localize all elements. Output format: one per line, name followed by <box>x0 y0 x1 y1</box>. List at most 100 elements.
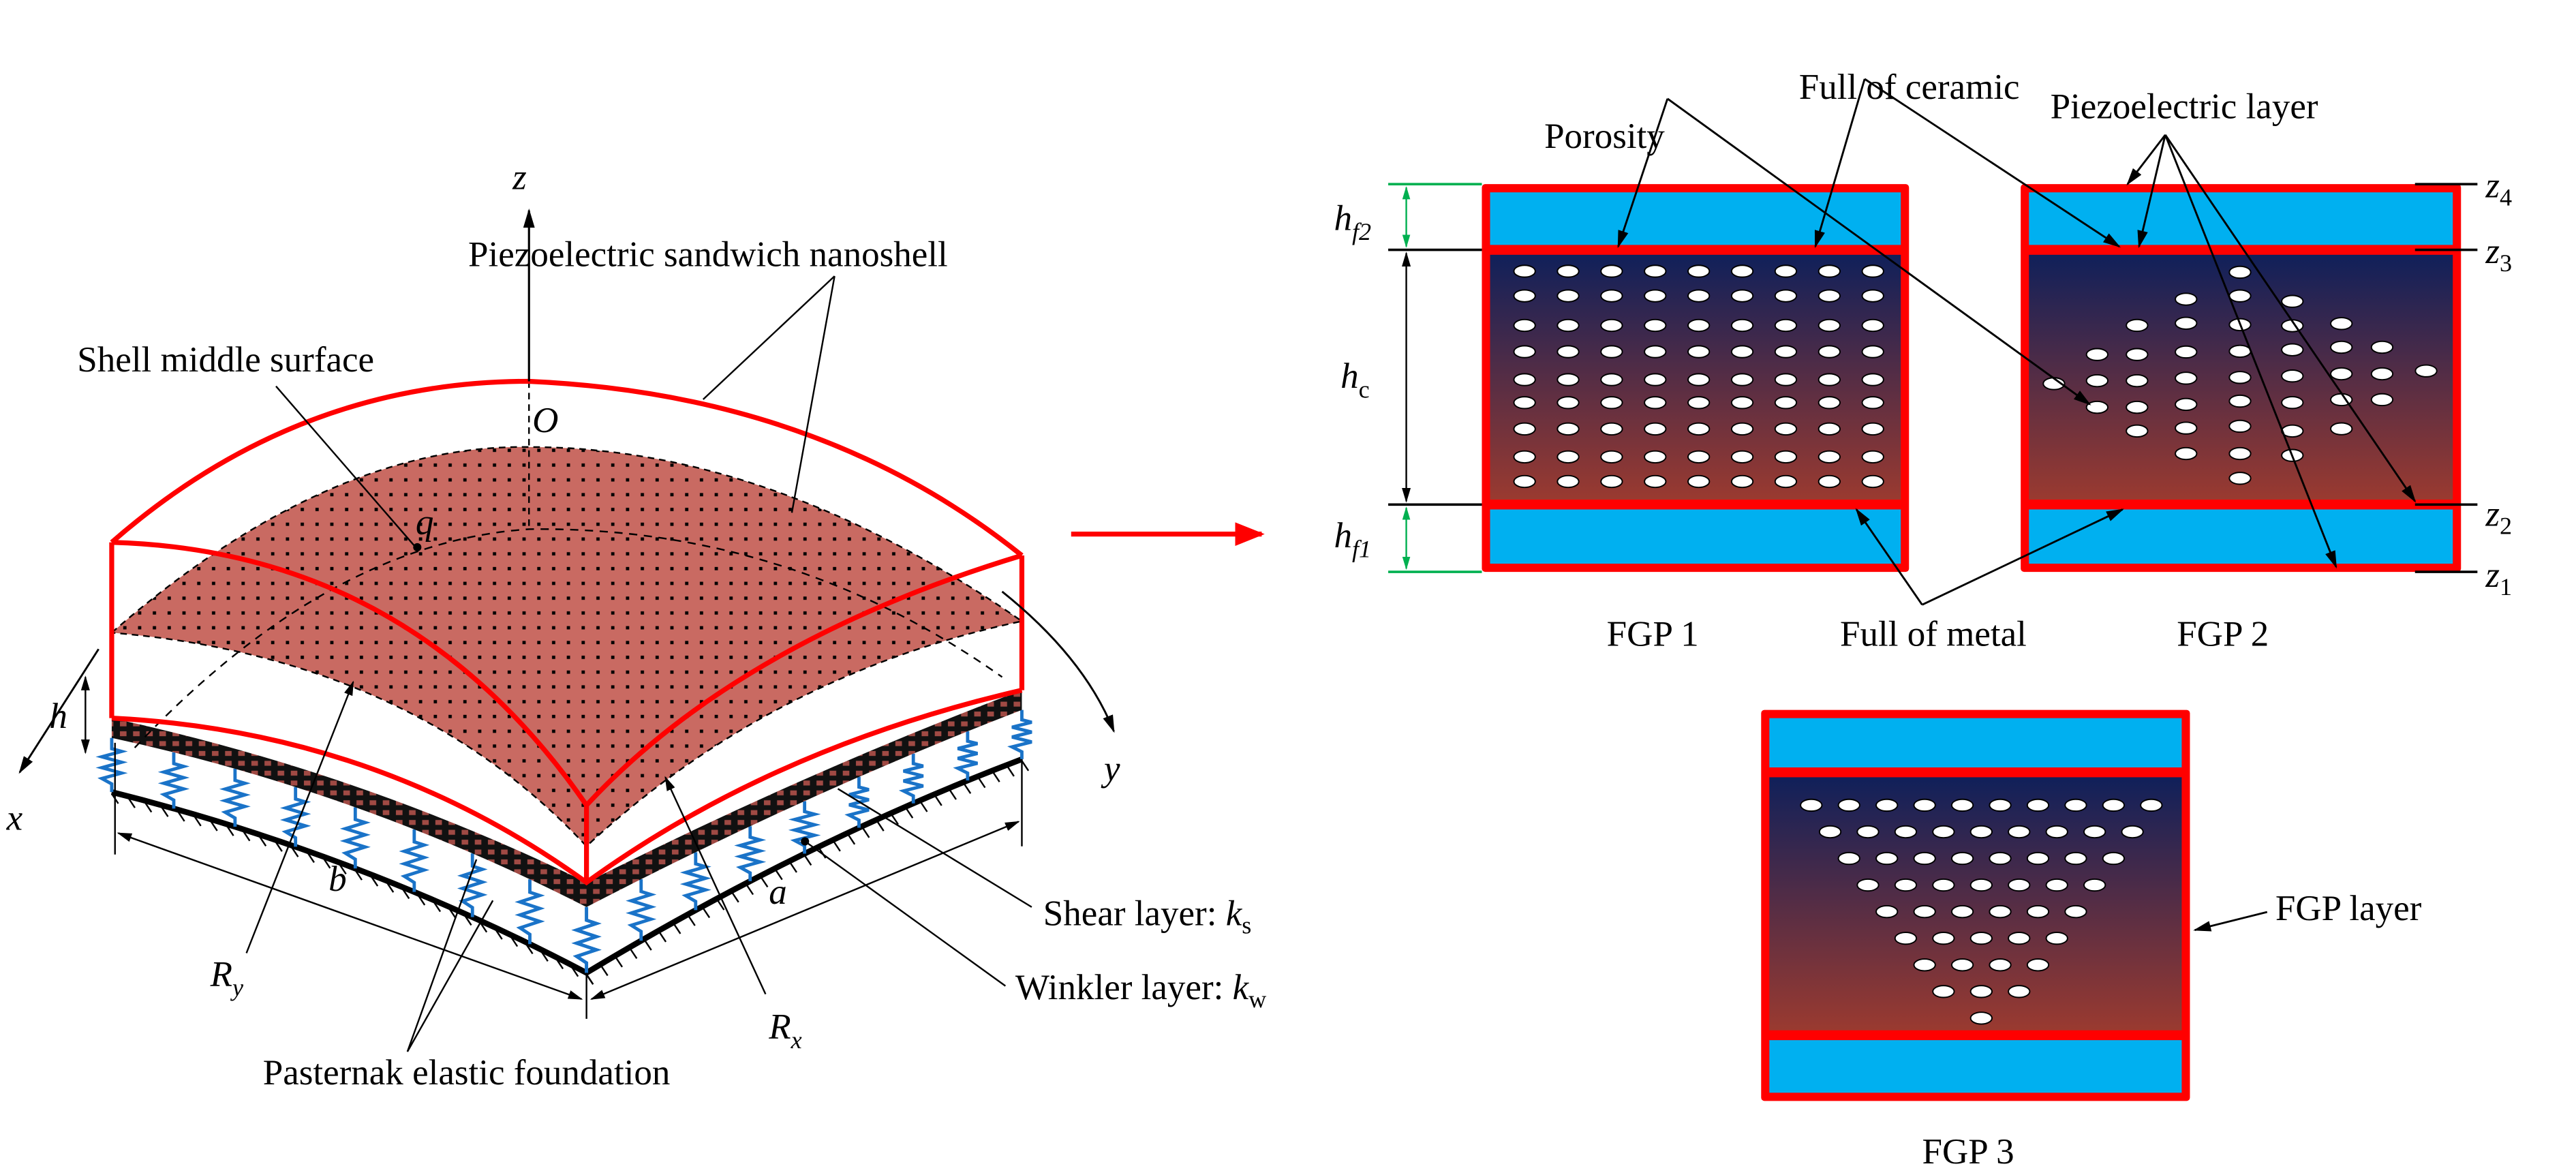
pore <box>1774 264 1798 278</box>
shear-layer-label: Shear layer: ks <box>1043 894 1252 939</box>
pore <box>2083 878 2106 892</box>
spring-icon <box>953 731 978 781</box>
top-piezo-layer <box>2029 192 2453 245</box>
pore <box>1818 396 1841 410</box>
pore <box>1989 798 2012 812</box>
pore <box>1950 851 1974 866</box>
y-axis-label: y <box>1101 749 1120 789</box>
pore <box>1687 373 1711 386</box>
annotations <box>1617 78 2417 932</box>
pore <box>1730 396 1754 410</box>
pore <box>2228 371 2252 384</box>
hatch-mark <box>194 815 202 827</box>
spring-icon <box>571 906 602 973</box>
hatch-mark <box>803 855 812 866</box>
pore <box>1969 932 1993 945</box>
pore <box>1644 373 1667 386</box>
b-label: b <box>328 859 347 899</box>
pore <box>1856 825 1880 839</box>
hatch-mark <box>177 810 185 822</box>
pore <box>1818 825 1842 839</box>
spring-icon <box>339 807 371 869</box>
z4-label: z4 <box>2485 166 2512 211</box>
pore <box>2330 422 2353 436</box>
pore <box>1730 345 1754 358</box>
pore <box>1644 474 1667 489</box>
x-axis-label: x <box>6 799 23 838</box>
pore <box>1644 396 1667 410</box>
pore <box>1644 264 1667 278</box>
hf2-label: hf2 <box>1334 199 1372 245</box>
pore <box>1913 798 1936 812</box>
pore <box>2085 373 2109 388</box>
pore <box>2126 373 2149 388</box>
hatch-mark <box>127 797 136 808</box>
pore <box>1861 474 1884 489</box>
pore <box>1875 851 1899 866</box>
pore <box>2045 825 2068 839</box>
pore <box>2008 878 2031 892</box>
pore <box>2126 348 2149 361</box>
pore <box>1557 264 1580 278</box>
pore <box>1774 318 1798 333</box>
pore <box>2045 878 2068 892</box>
pore <box>2026 851 2050 866</box>
pore <box>1861 345 1884 358</box>
pore <box>2330 367 2353 381</box>
pore <box>1687 422 1711 436</box>
pore <box>2008 985 2031 998</box>
fgp-panels <box>1482 184 2462 1101</box>
pore <box>2121 825 2144 839</box>
pore <box>1730 450 1754 463</box>
hidden-edge <box>134 528 1003 748</box>
pore <box>1513 373 1536 386</box>
shell-leader <box>702 275 835 400</box>
hatch-mark <box>833 840 841 852</box>
pore <box>2228 446 2252 461</box>
pore <box>1818 474 1841 489</box>
pore <box>1913 851 1936 866</box>
foundation-label: Pasternak elastic foundation <box>263 1053 671 1093</box>
pore <box>1818 450 1841 463</box>
pore <box>2085 348 2109 361</box>
z3-label: z3 <box>2485 232 2512 277</box>
metal-label: Full of metal <box>1840 615 2027 654</box>
porosity-label: Porosity <box>1544 117 1665 156</box>
pore <box>1513 289 1536 303</box>
hatch-mark <box>585 974 594 985</box>
hatch-mark <box>847 834 856 845</box>
pore <box>1513 422 1536 436</box>
pore <box>1730 474 1754 489</box>
pore <box>1861 264 1884 278</box>
spring-icon <box>95 737 128 793</box>
pore <box>2228 265 2252 279</box>
pore <box>1875 798 1899 812</box>
pore <box>1687 450 1711 463</box>
pore <box>1837 851 1860 866</box>
shell-label: Piezoelectric sandwich nanoshell <box>468 235 948 275</box>
fgp1-panel <box>1482 184 1910 573</box>
pore <box>1557 474 1580 489</box>
pore <box>2045 932 2068 945</box>
hatch-mark <box>673 923 681 934</box>
hatch-mark <box>963 783 972 794</box>
pore <box>1687 318 1711 333</box>
pore <box>2228 419 2252 433</box>
pore <box>1774 422 1798 436</box>
ry-leader <box>245 680 354 953</box>
pore <box>1774 450 1798 463</box>
thickness-label: h <box>49 697 67 736</box>
hatch-mark <box>1021 760 1030 772</box>
pore <box>1989 958 2012 972</box>
pore <box>2281 343 2304 356</box>
hatch-mark <box>688 915 696 926</box>
hatch-mark <box>629 948 638 960</box>
pore <box>1856 878 1880 892</box>
pore <box>2370 393 2394 407</box>
pore <box>2370 367 2394 381</box>
pore <box>1861 289 1884 303</box>
z-axis-label: z <box>512 157 527 197</box>
spring-icon <box>898 753 924 804</box>
pore <box>1644 450 1667 463</box>
pore <box>1861 450 1884 463</box>
